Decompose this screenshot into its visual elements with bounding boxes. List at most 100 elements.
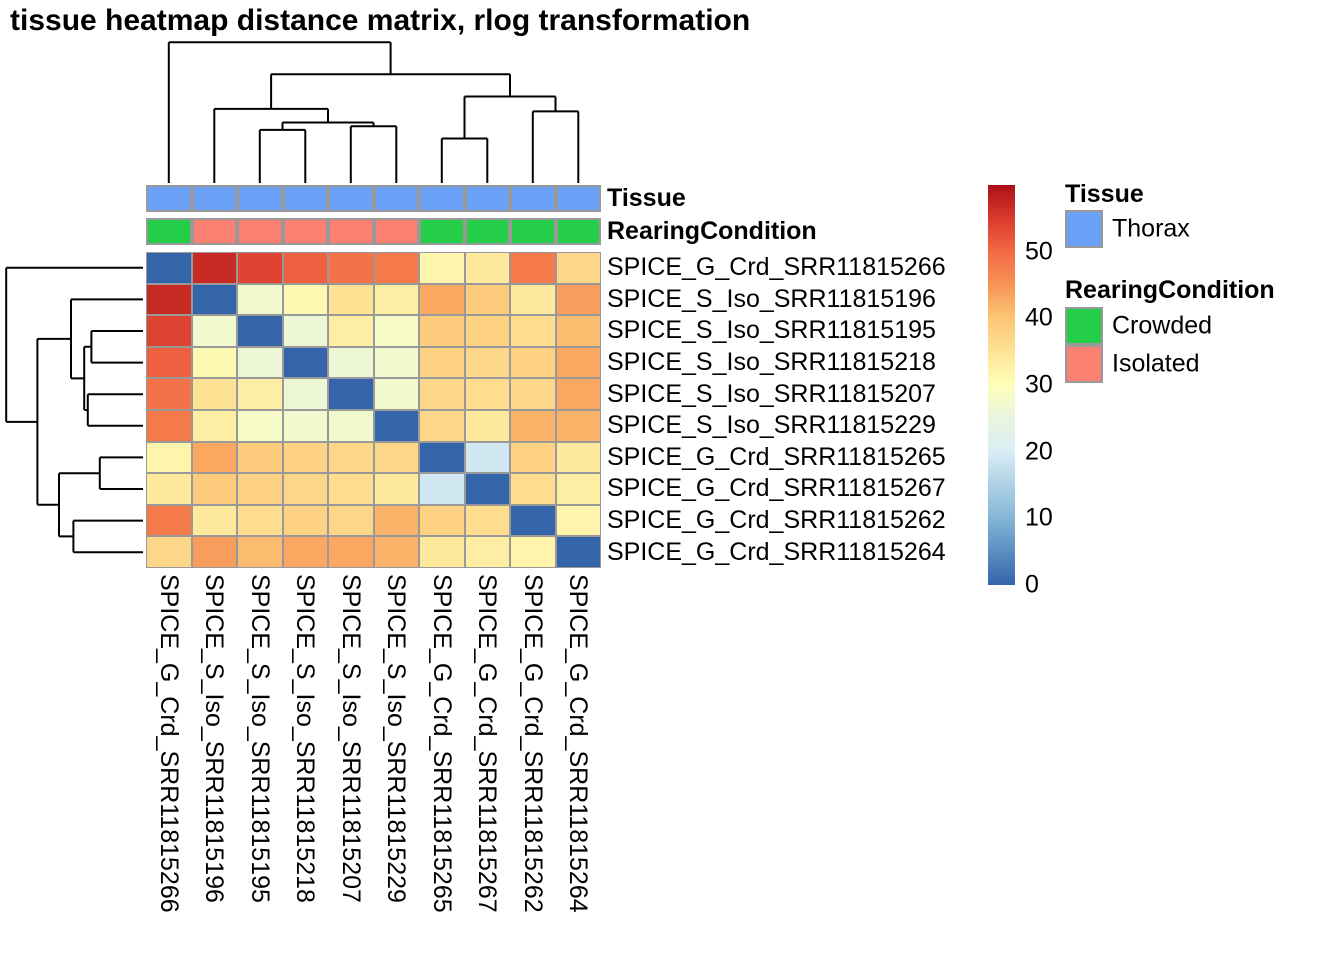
row-label: SPICE_S_Iso_SRR11815207: [607, 379, 936, 408]
colorbar-tick-label: 20: [1025, 437, 1053, 466]
heatmap-cell: [510, 378, 556, 410]
heatmap-cell: [373, 473, 419, 505]
heatmap-cell: [373, 346, 419, 379]
heatmap-cell: [146, 441, 192, 474]
heatmap-cell: [510, 315, 556, 347]
heatmap-cell: [419, 346, 465, 379]
heatmap-cell: [373, 441, 419, 474]
annotation-rearingcondition-cell: [555, 218, 601, 245]
annotation-tissue-cell: [328, 185, 374, 212]
heatmap-cell: [237, 315, 283, 347]
heatmap-cell: [328, 346, 374, 379]
heatmap-cell: [419, 410, 465, 442]
heatmap-cell: [464, 378, 510, 410]
row-label: SPICE_G_Crd_SRR11815262: [607, 506, 946, 535]
heatmap-cell: [237, 346, 283, 379]
annotation-label-rearingcondition: RearingCondition: [607, 217, 817, 245]
heatmap-cell: [191, 346, 237, 379]
annotation-rearingcondition-cell: [237, 218, 283, 245]
heatmap-cell: [282, 346, 328, 379]
row-label: SPICE_G_Crd_SRR11815266: [607, 253, 946, 282]
heatmap-cell: [328, 252, 374, 284]
column-label: SPICE_S_Iso_SRR11815196: [200, 574, 229, 903]
heatmap-cell: [237, 504, 283, 537]
heatmap-cell: [419, 441, 465, 474]
heatmap-cell: [373, 315, 419, 347]
colorbar-tick-label: 30: [1025, 370, 1053, 399]
heatmap-cell: [419, 473, 465, 505]
heatmap-cell: [191, 252, 237, 284]
heatmap-cell: [464, 410, 510, 442]
annotation-rearingcondition-cell: [464, 218, 510, 245]
legend-label-isolated: Isolated: [1112, 349, 1200, 378]
heatmap-cell: [510, 252, 556, 284]
legend-swatch-crowded: [1065, 307, 1103, 345]
heatmap-cell: [328, 283, 374, 316]
heatmap-cell: [191, 378, 237, 410]
legend-swatch-thorax: [1065, 210, 1103, 248]
annotation-tissue-cell: [373, 185, 419, 212]
heatmap-cell: [146, 473, 192, 505]
annotation-tissue-cell: [146, 185, 192, 212]
row-label: SPICE_G_Crd_SRR11815267: [607, 474, 946, 503]
heatmap-cell: [373, 252, 419, 284]
annotation-tissue-cell: [510, 185, 556, 212]
heatmap-cell: [282, 410, 328, 442]
heatmap-cell: [510, 410, 556, 442]
annotation-rearingcondition-cell: [328, 218, 374, 245]
legend-title-tissue: Tissue: [1065, 180, 1144, 208]
heatmap-cell: [464, 315, 510, 347]
heatmap-cell: [510, 346, 556, 379]
row-label: SPICE_S_Iso_SRR11815196: [607, 284, 936, 313]
colorbar-tick-label: 10: [1025, 503, 1053, 532]
heatmap-cell: [328, 473, 374, 505]
annotation-rearingcondition-cell: [146, 218, 192, 245]
legend-swatch-isolated: [1065, 345, 1103, 383]
heatmap-cell: [555, 504, 601, 537]
heatmap-cell: [510, 473, 556, 505]
heatmap-cell: [191, 315, 237, 347]
heatmap-cell: [419, 378, 465, 410]
row-label: SPICE_S_Iso_SRR11815218: [607, 348, 936, 377]
row-label: SPICE_S_Iso_SRR11815195: [607, 316, 936, 345]
heatmap-cell: [146, 283, 192, 316]
heatmap-cell: [510, 283, 556, 316]
heatmap-cell: [146, 315, 192, 347]
heatmap-cell: [328, 536, 374, 568]
heatmap-cell: [146, 252, 192, 284]
column-label: SPICE_S_Iso_SRR11815218: [291, 574, 320, 903]
column-label: SPICE_S_Iso_SRR11815207: [336, 574, 365, 903]
heatmap-cell: [555, 315, 601, 347]
annotation-tissue-cell: [555, 185, 601, 212]
heatmap-cell: [464, 504, 510, 537]
heatmap-cell: [146, 504, 192, 537]
chart-title: tissue heatmap distance matrix, rlog tra…: [10, 4, 751, 37]
heatmap-cell: [237, 410, 283, 442]
heatmap-cell: [419, 283, 465, 316]
heatmap-cell: [555, 536, 601, 568]
heatmap-cell: [510, 504, 556, 537]
heatmap-cell: [464, 473, 510, 505]
heatmap-cell: [191, 441, 237, 474]
heatmap-cell: [555, 252, 601, 284]
heatmap-cell: [237, 441, 283, 474]
legend-title-rearingcondition: RearingCondition: [1065, 276, 1275, 304]
annotation-rearingcondition-cell: [191, 218, 237, 245]
heatmap-cell: [373, 536, 419, 568]
heatmap-cell: [510, 441, 556, 474]
row-label: SPICE_G_Crd_SRR11815265: [607, 442, 946, 471]
heatmap-cell: [373, 410, 419, 442]
heatmap-cell: [237, 378, 283, 410]
annotation-rearingcondition-cell: [510, 218, 556, 245]
heatmap-cell: [555, 441, 601, 474]
annotation-rearingcondition-cell: [373, 218, 419, 245]
heatmap-cell: [328, 441, 374, 474]
row-label: SPICE_S_Iso_SRR11815229: [607, 411, 936, 440]
heatmap-cell: [328, 504, 374, 537]
colorbar-tick-label: 40: [1025, 303, 1053, 332]
heatmap-cell: [419, 252, 465, 284]
heatmap-cell: [237, 252, 283, 284]
heatmap-cell: [373, 283, 419, 316]
annotation-tissue-cell: [237, 185, 283, 212]
